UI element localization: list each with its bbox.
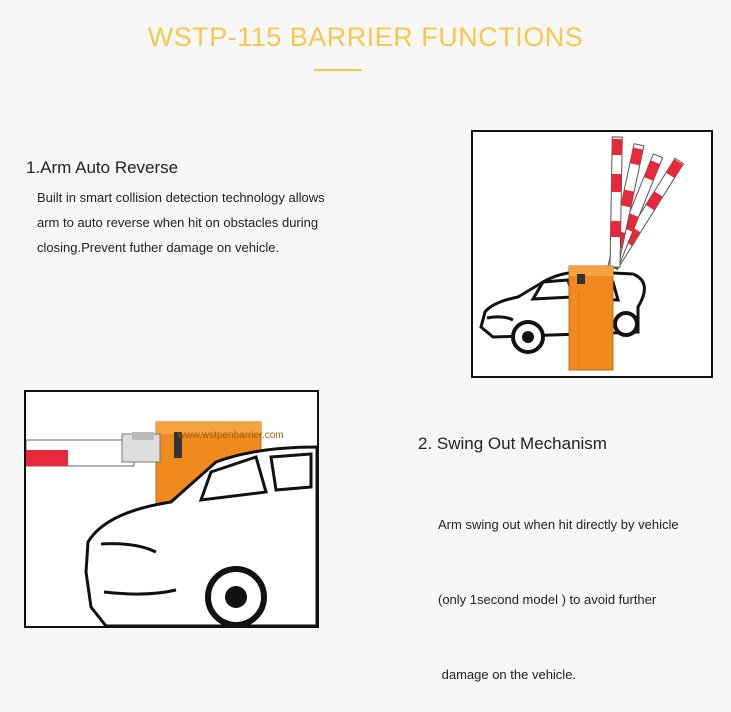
page-title: WSTP-115 BARRIER FUNCTIONS	[147, 22, 584, 52]
barrier-arms	[607, 136, 685, 271]
arm-reverse-illustration	[479, 136, 685, 371]
swing-out-image: www.wstpenbarrier.com	[24, 390, 319, 628]
section-2-line: damage on the vehicle.	[438, 667, 577, 682]
section-1-line: Built in smart collision detection techn…	[37, 190, 325, 205]
barrier-arm	[26, 432, 161, 467]
section-2-heading: 2. Swing Out Mechanism	[418, 434, 607, 453]
car-outline	[84, 445, 317, 626]
section-2-body: Arm swing out when hit directly by vehic…	[438, 462, 679, 712]
barrier-cabinet	[568, 265, 614, 371]
swing-out-illustration: www.wstpenbarrier.com	[26, 421, 317, 626]
section-1-line: arm to auto reverse when hit on obstacle…	[37, 215, 319, 230]
section-1-body: Built in smart collision detection techn…	[37, 185, 325, 260]
watermark-text: www.wstpenbarrier.com	[177, 430, 284, 441]
title-underline	[314, 69, 362, 71]
section-2-line: Arm swing out when hit directly by vehic…	[438, 517, 679, 532]
section-1-line: closing.Prevent futher damage on vehicle…	[37, 240, 280, 255]
section-1-heading: 1.Arm Auto Reverse	[26, 158, 179, 177]
section-2-line: (only 1second model ) to avoid further	[438, 592, 657, 607]
arm-auto-reverse-image	[471, 130, 713, 378]
